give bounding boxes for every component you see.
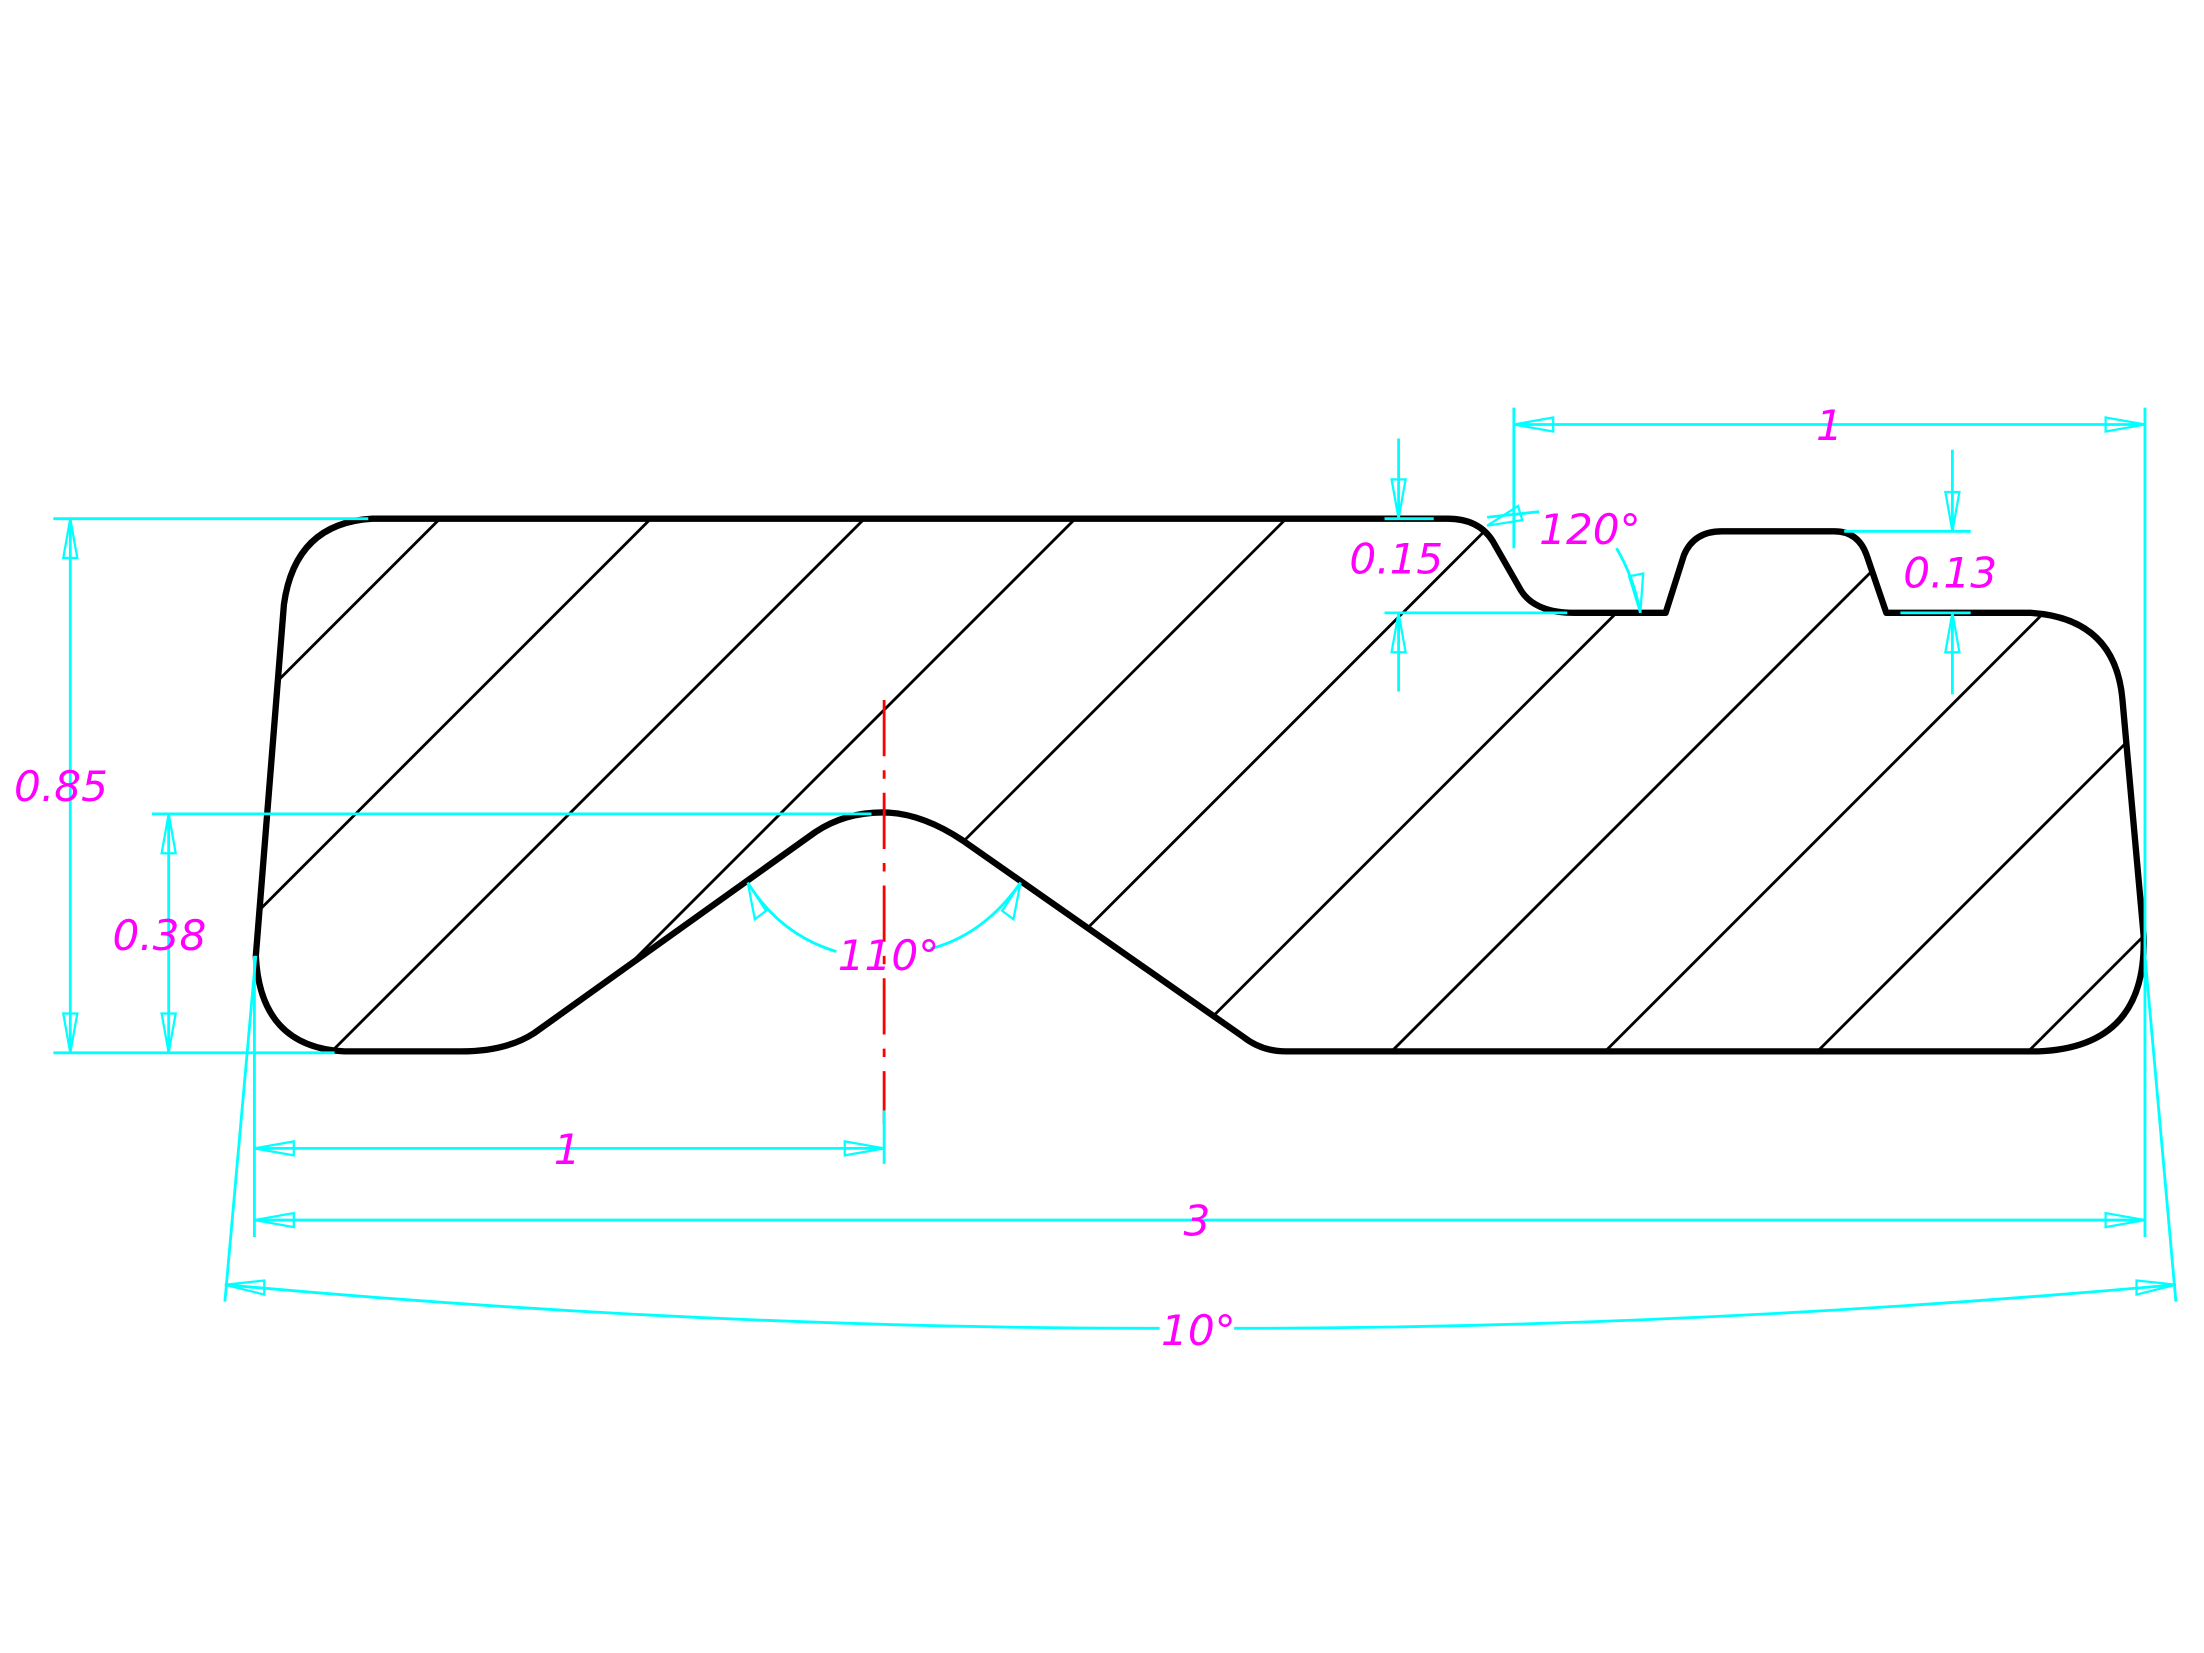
dim-side-taper: 10° <box>223 955 2178 1355</box>
label-groove-angle: 110° <box>838 931 940 980</box>
dim-groove-depth: 0.38 <box>112 812 872 1054</box>
dim-groove-angle: 110° <box>746 881 1022 980</box>
profile-outline <box>256 519 2144 1052</box>
label-groove-depth: 0.38 <box>112 911 206 960</box>
dim-lug-height: 0.13 <box>1844 449 1997 695</box>
dim-step-height: 0.15 <box>1349 438 1568 692</box>
label-side-taper: 10° <box>1161 1306 1236 1355</box>
label-step-height: 0.15 <box>1349 534 1443 583</box>
label-lug-height: 0.13 <box>1903 549 1997 598</box>
dim-step-width: 1 <box>1512 401 2146 549</box>
dim-height-total: 0.85 <box>14 517 369 1055</box>
label-step-width: 1 <box>1816 401 1843 450</box>
dim-groove-offset: 1 <box>253 955 886 1237</box>
dim-total-width: 3 <box>254 407 2147 1246</box>
label-step-angle: 120° <box>1539 505 1641 554</box>
label-groove-offset: 1 <box>554 1125 581 1174</box>
label-total-width: 3 <box>1184 1197 1211 1246</box>
dim-step-angle: 120° <box>1486 504 1645 614</box>
label-height-total: 0.85 <box>14 762 108 811</box>
